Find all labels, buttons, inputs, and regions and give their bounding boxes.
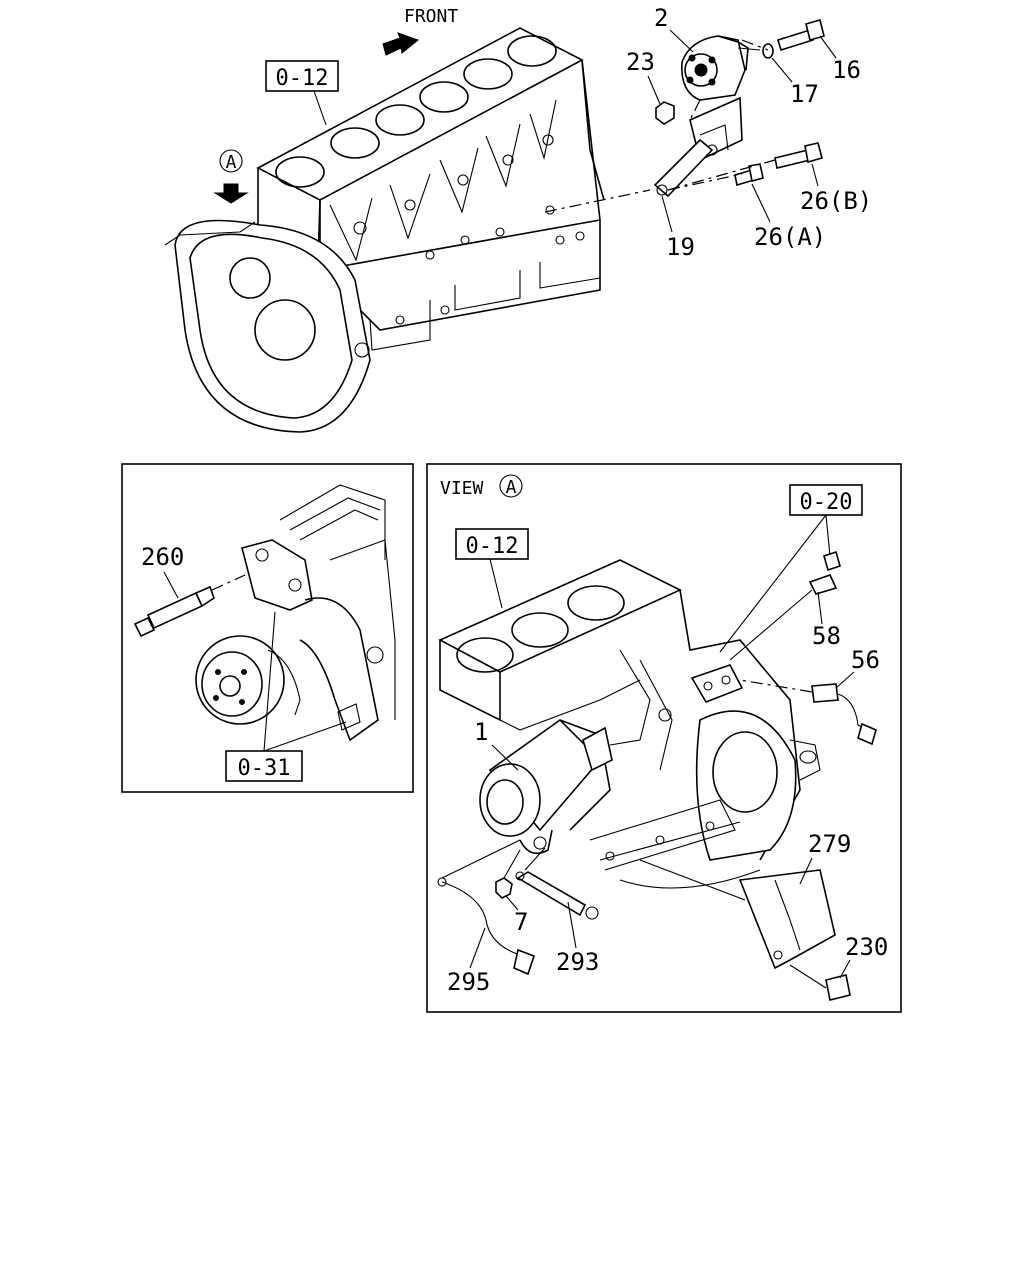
left-inset-panel: 260 0-31 [121,463,414,793]
svg-text:A: A [506,477,517,498]
svg-text:VIEW: VIEW [440,478,484,499]
svg-text:2: 2 [654,4,668,32]
sensor-56 [739,679,877,746]
callout-26b: 26(B) [800,163,872,215]
callout-279: 279 [799,830,851,885]
bracket-279 [639,859,836,970]
callout-230: 230 [839,933,888,979]
callout-7: 7 [505,895,528,936]
callout-16: 16 [819,35,861,84]
callout-26a: 26(A) [751,183,826,251]
ref-box-0-31: 0-31 [225,611,347,782]
view-a-marker: A [219,149,243,173]
callout-2: 2 [654,4,694,53]
callout-293: 293 [556,901,599,976]
svg-text:279: 279 [808,830,851,858]
view-a-block-drawing [438,559,821,889]
callout-260: 260 [141,543,184,599]
svg-text:23: 23 [626,48,655,76]
svg-text:56: 56 [851,646,880,674]
callout-17: 17 [771,57,819,108]
svg-text:260: 260 [141,543,184,571]
callout-19: 19 [661,195,695,261]
svg-text:0-31: 0-31 [238,756,291,781]
svg-text:1: 1 [474,718,488,746]
svg-text:293: 293 [556,948,599,976]
top-engine-view: FRONT A 0-12 [164,4,872,433]
svg-text:26(A): 26(A) [754,223,826,251]
view-a-arrow-icon [213,183,249,204]
callout-295: 295 [447,927,490,996]
svg-text:0-12: 0-12 [466,534,519,559]
nut-7 [495,849,521,899]
right-inset-frame [426,463,902,1013]
svg-text:A: A [226,152,237,173]
svg-text:16: 16 [832,56,861,84]
svg-text:295: 295 [447,968,490,996]
front-label: FRONT [404,6,458,27]
svg-text:19: 19 [666,233,695,261]
engine-block-drawing [164,27,605,433]
callout-58: 58 [812,591,841,650]
ref-box-0-12-view: 0-12 [455,528,529,609]
callout-56: 56 [835,646,880,689]
sensor-58 [729,550,841,661]
callout-23: 23 [626,48,661,105]
svg-text:230: 230 [845,933,888,961]
svg-text:0-20: 0-20 [800,490,853,515]
left-inset-frame [121,463,414,793]
callout-1: 1 [474,718,519,771]
view-title: VIEW A [440,474,523,499]
sensor-260 [133,574,246,638]
svg-text:17: 17 [790,80,819,108]
bolt-230 [789,964,851,1001]
svg-text:0-12: 0-12 [276,66,329,91]
svg-text:7: 7 [514,908,528,936]
svg-text:26(B): 26(B) [800,187,872,215]
front-arrow-icon [382,32,420,56]
alternator-assembly [544,19,825,213]
ref-box-0-20: 0-20 [719,484,863,653]
right-inset-panel: VIEW A 0-12 0-20 [426,463,902,1013]
starter-motor [479,718,613,855]
svg-text:58: 58 [812,622,841,650]
cable-295 [437,839,536,976]
ref-box-0-12-top: 0-12 [265,60,339,126]
